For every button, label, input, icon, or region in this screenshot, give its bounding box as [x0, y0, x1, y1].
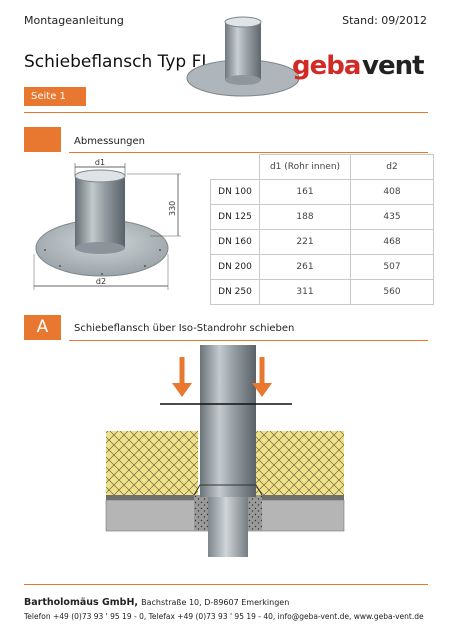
table-cell: DN 125	[210, 204, 260, 230]
table-row: DN 200 261 507	[210, 254, 434, 280]
table-header-row: d1 (Rohr innen) d2	[211, 154, 434, 180]
section-a-marker: A	[24, 315, 61, 340]
table-row: DN 100 161 408	[210, 179, 434, 205]
svg-text:vent: vent	[362, 51, 424, 81]
header-divider	[24, 112, 428, 113]
table-cell: 408	[350, 179, 434, 205]
section-marker	[24, 127, 61, 152]
footer-contact: Telefon +49 (0)73 93 ' 95 19 - 0, Telefa…	[24, 612, 424, 621]
page-badge: Seite 1	[24, 87, 86, 106]
table-cell: 560	[350, 279, 434, 305]
company-name: Bartholomäus GmbH,	[24, 597, 139, 608]
table-cell: 311	[259, 279, 351, 305]
dimension-drawing: d1 330 d2	[33, 158, 181, 290]
page-title: Schiebeflansch Typ FL	[24, 52, 211, 72]
product-image	[186, 16, 300, 97]
dimensions-table: d1 (Rohr innen) d2 DN 100 161 408 DN 125…	[210, 154, 434, 305]
table-cell: 261	[259, 254, 351, 280]
table-cell: 188	[259, 204, 351, 230]
installation-illustration	[105, 345, 345, 557]
table-header-cell: d1 (Rohr innen)	[259, 154, 351, 180]
table-cell: DN 200	[210, 254, 260, 280]
svg-text:geba: geba	[292, 51, 360, 81]
section-divider	[69, 340, 428, 341]
table-cell: 221	[259, 229, 351, 255]
section-divider	[69, 152, 428, 153]
height-label: 330	[168, 201, 177, 216]
table-cell: 507	[350, 254, 434, 280]
table-cell: DN 100	[210, 179, 260, 205]
table-cell: DN 160	[210, 229, 260, 255]
table-cell: 468	[350, 229, 434, 255]
d1-label: d1	[95, 158, 105, 167]
table-cell: 435	[350, 204, 434, 230]
table-cell: DN 250	[210, 279, 260, 305]
document-type-label: Montageanleitung	[24, 14, 124, 27]
gebavent-logo: geba vent	[292, 51, 425, 81]
d2-label: d2	[96, 277, 106, 286]
company-address: Bachstraße 10, D-89607 Emerkingen	[141, 598, 290, 607]
table-header-cell: d2	[350, 154, 434, 180]
footer-divider	[24, 584, 428, 585]
table-header-cell	[211, 155, 260, 180]
section-title-dimensions: Abmessungen	[74, 136, 146, 147]
table-row: DN 125 188 435	[210, 204, 434, 230]
footer-company: Bartholomäus GmbH, Bachstraße 10, D-8960…	[24, 597, 289, 608]
table-cell: 161	[259, 179, 351, 205]
document-date: Stand: 09/2012	[342, 14, 427, 27]
table-row: DN 160 221 468	[210, 229, 434, 255]
table-row: DN 250 311 560	[210, 279, 434, 305]
section-title-step-a: Schiebeflansch über Iso-Standrohr schieb…	[74, 323, 295, 334]
